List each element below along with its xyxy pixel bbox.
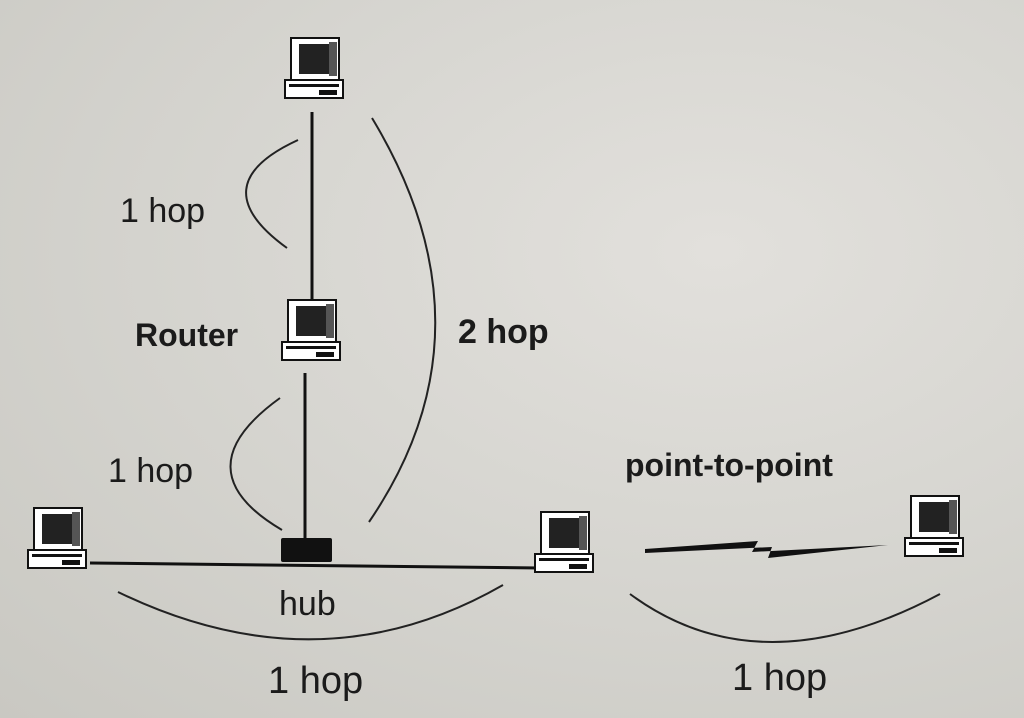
hop-brace-middle: [229, 397, 283, 531]
lan-segment: [89, 561, 541, 570]
lightning-link-icon: [645, 541, 888, 558]
hop-label-bottom-right: 1 hop: [732, 657, 827, 699]
hop-brace-top: [245, 139, 299, 249]
router-label: Router: [135, 317, 238, 353]
router-icon: [281, 299, 341, 361]
hub-label: hub: [279, 585, 336, 623]
hop-brace-two: [368, 117, 437, 523]
hop-label-bottom-left: 1 hop: [268, 660, 363, 702]
point-to-point-label: point-to-point: [625, 447, 833, 483]
hub-icon: [281, 538, 332, 562]
computer-icon: [284, 37, 344, 99]
hop-label-top: 1 hop: [120, 192, 205, 230]
computer-icon: [904, 495, 964, 557]
hop-brace-bottom-right: [629, 593, 941, 643]
hop-brace-bottom-left: [117, 584, 504, 641]
hop-label-two: 2 hop: [458, 313, 549, 351]
computer-icon: [27, 507, 87, 569]
computer-icon: [534, 511, 594, 573]
hop-label-middle: 1 hop: [108, 452, 193, 490]
